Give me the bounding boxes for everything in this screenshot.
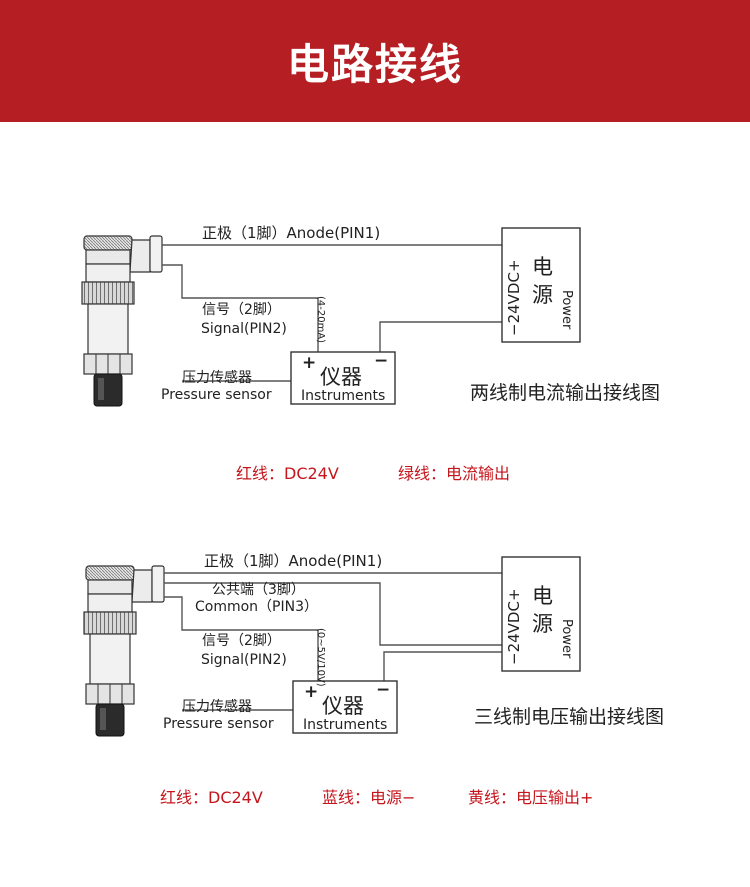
voltage-range-label: (0~5V/10V) <box>315 628 326 687</box>
legend-green-wire: 绿线：电流输出 <box>398 464 511 483</box>
diagram-caption: 两线制电流输出接线图 <box>470 382 660 404</box>
power-label-cn-2: 源 <box>532 612 553 636</box>
pressure-sensor-icon <box>81 235 163 407</box>
legend-red-wire: 红线：DC24V <box>236 464 339 483</box>
anode-label: 正极（1脚）Anode(PIN1) <box>204 552 382 570</box>
three-wire-diagram: 正极（1脚）Anode(PIN1) 公共端（3脚） Common（PIN3） 信… <box>83 552 664 737</box>
instrument-box <box>292 680 398 734</box>
power-supply-box <box>501 556 581 672</box>
instrument-label-en: Instruments <box>303 717 387 733</box>
power-label-cn-1: 电 <box>532 584 553 608</box>
signal-label-cn: 信号（2脚） <box>202 633 281 649</box>
power-supply-box <box>501 227 581 343</box>
sensor-label-cn: 压力传感器 <box>182 369 252 386</box>
instrument-label-cn: 仪器 <box>320 365 362 389</box>
legend-blue-wire: 蓝线：电源− <box>322 788 416 807</box>
common-label-cn: 公共端（3脚） <box>212 582 305 598</box>
wires <box>164 572 502 711</box>
page-title: 电路接线 <box>286 39 463 89</box>
header-banner: 电路接线 <box>0 0 750 122</box>
power-label-en: Power <box>559 619 574 659</box>
instrument-minus: − <box>376 680 390 700</box>
sensor-label-cn: 压力传感器 <box>182 698 252 715</box>
power-voltage-label: −24VDC+ <box>505 259 523 336</box>
instrument-plus: + <box>302 353 316 373</box>
power-label-cn-1: 电 <box>532 255 553 279</box>
power-voltage-label: −24VDC+ <box>505 588 523 665</box>
current-range-label: (4-20mA) <box>315 296 326 343</box>
two-wire-diagram: 正极（1脚）Anode(PIN1) 信号（2脚） Signal(PIN2) (4… <box>81 224 660 407</box>
diagram-caption: 三线制电压输出接线图 <box>474 706 664 728</box>
power-label-en: Power <box>559 290 574 330</box>
signal-label-cn: 信号（2脚） <box>202 302 281 318</box>
signal-label-en: Signal(PIN2) <box>201 652 287 668</box>
anode-label: 正极（1脚）Anode(PIN1) <box>202 224 380 242</box>
legend-red-wire: 红线：DC24V <box>160 788 263 807</box>
wires <box>162 244 502 382</box>
power-label-cn-2: 源 <box>532 283 553 307</box>
instrument-label-en: Instruments <box>301 388 385 404</box>
signal-label-en: Signal(PIN2) <box>201 321 287 337</box>
instrument-minus: − <box>374 351 388 371</box>
instrument-box <box>290 351 396 405</box>
instrument-label-cn: 仪器 <box>322 694 364 718</box>
pressure-sensor-icon <box>83 565 165 737</box>
sensor-label-en: Pressure sensor <box>163 716 274 732</box>
sensor-label-en: Pressure sensor <box>161 387 272 403</box>
legend-yellow-wire: 黄线：电压输出+ <box>468 788 594 807</box>
common-label-en: Common（PIN3） <box>195 599 318 615</box>
instrument-plus: + <box>304 682 318 702</box>
